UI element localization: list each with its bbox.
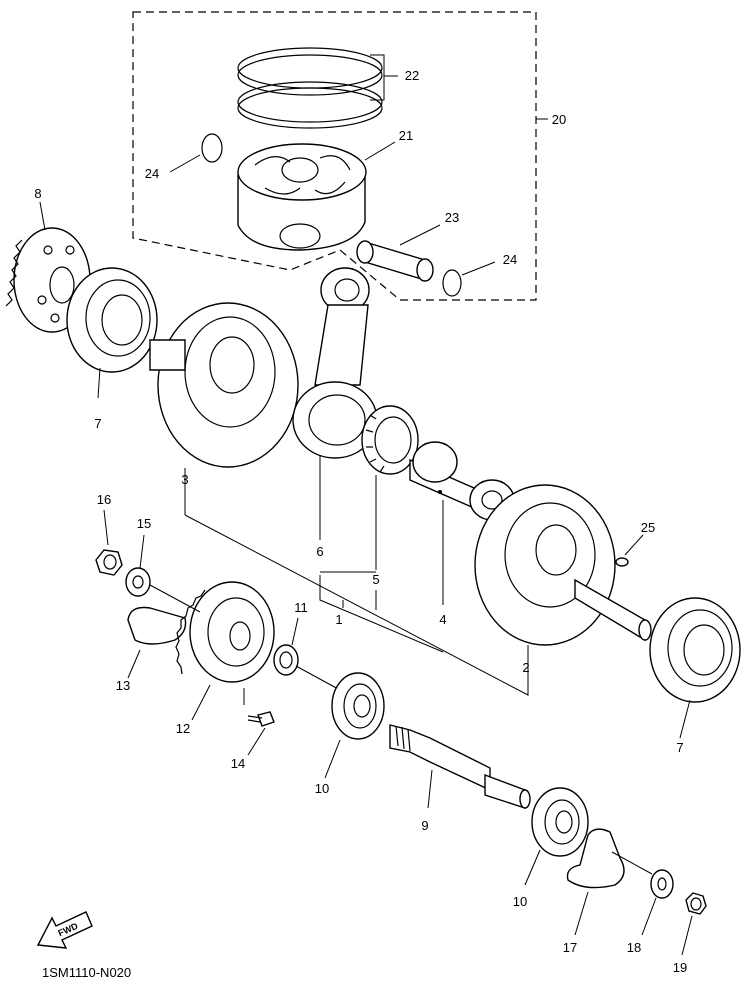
callout-2: 2 [522,660,529,675]
spacer-11 [273,617,299,676]
bearing-10-upper [324,672,385,779]
callout-21: 21 [399,128,413,143]
callout-25: 25 [641,520,655,535]
callout-6: 6 [316,544,323,559]
diagram-code: 1SM1110-N020 [42,965,131,980]
needle-bearing [361,405,419,570]
bearing-right [649,597,741,739]
bolt-14 [243,688,275,756]
callout-5: 5 [372,572,379,587]
callout-19: 19 [673,960,687,975]
circlip-right [442,261,496,297]
balancer-drive-gear [175,581,275,721]
callout-22: 22 [405,68,419,83]
fwd-arrow-icon: FWD [36,911,93,949]
balancer-shaft [389,724,531,809]
callout-20: 20 [552,112,566,127]
bearing-left [66,267,158,399]
callout-15: 15 [137,516,151,531]
callout-12: 12 [176,721,190,736]
balancer-weight-13 [127,606,187,679]
callout-7-right: 7 [676,740,683,755]
crankshaft-bracket [184,514,529,696]
piston-group-box [132,11,548,301]
woodruff-key [615,534,644,567]
assembly-line-11-10 [295,665,341,691]
callout-23: 23 [445,210,459,225]
callout-4: 4 [439,612,446,627]
callout-labels: 1 2 3 4 5 6 7 7 8 9 10 10 11 12 13 14 15… [34,68,687,975]
callout-3: 3 [181,472,188,487]
callout-9: 9 [421,818,428,833]
callout-16: 16 [97,492,111,507]
piston [237,141,396,251]
callout-24-left: 24 [145,166,159,181]
nut-19 [681,892,707,956]
washer-18 [641,869,674,936]
callout-14: 14 [231,756,245,771]
nut-16 [95,509,123,576]
balancer-weight-17 [566,828,625,936]
callout-1: 1 [335,612,342,627]
callout-7-left: 7 [94,416,101,431]
piston-ring-set [237,47,398,129]
assembly-line-15-12 [149,584,201,613]
washer-15 [125,534,151,597]
assembly-line-17-18 [611,851,653,875]
callout-10-lower: 10 [513,894,527,909]
callout-10-upper: 10 [315,781,329,796]
callout-18: 18 [627,940,641,955]
bearing-10-lower [524,787,589,886]
crank-web-left [149,302,299,515]
crank-web-right [474,484,652,660]
callout-13: 13 [116,678,130,693]
callout-17: 17 [563,940,577,955]
callout-24-right: 24 [503,252,517,267]
circlip-left [169,133,223,173]
callout-8: 8 [34,186,41,201]
piston-pin [356,224,441,282]
callout-11: 11 [294,600,308,615]
connecting-rod [292,267,378,540]
